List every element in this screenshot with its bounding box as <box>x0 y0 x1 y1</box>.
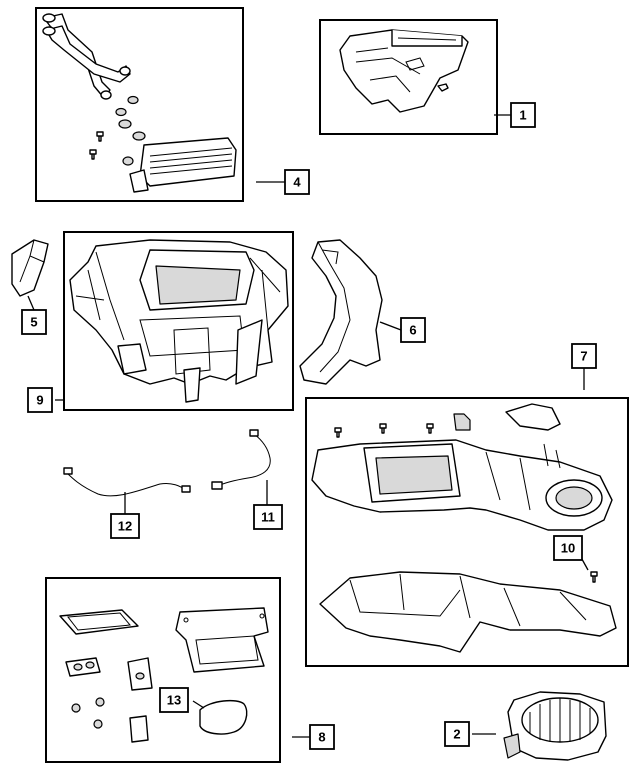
plug-icon <box>71 697 105 729</box>
duct-part-5 <box>11 239 49 311</box>
callout-2: 2 <box>444 721 470 747</box>
sensor-wire-icon <box>217 433 271 487</box>
upper-housing-icon <box>311 439 613 531</box>
clip-icon <box>437 83 449 92</box>
duct-icon <box>11 239 49 297</box>
heater-core-icon <box>129 137 237 193</box>
callout-label: 5 <box>30 315 37 330</box>
callout-8: 8 <box>309 724 335 750</box>
callout-6: 6 <box>400 317 426 343</box>
callout-label: 10 <box>561 541 575 556</box>
distribution-housing-group <box>319 19 511 135</box>
callout-11: 11 <box>253 504 283 530</box>
callout-10: 10 <box>553 535 583 561</box>
callout-label: 12 <box>118 519 132 534</box>
hvac-housing-group <box>305 368 629 667</box>
distribution-housing-frame <box>319 19 498 135</box>
callout-label: 1 <box>519 108 526 123</box>
grommet-icon <box>65 657 101 677</box>
callout-12: 12 <box>110 513 140 539</box>
screw-icon <box>334 423 434 438</box>
actuator-icon <box>453 413 471 431</box>
sensor-wire-11 <box>211 429 271 505</box>
callout-label: 11 <box>261 510 275 525</box>
curved-duct-icon <box>299 239 383 385</box>
leader-line-13 <box>192 700 205 709</box>
hvac-module-group <box>55 231 294 411</box>
hvac-housing-frame <box>305 397 629 667</box>
callout-label: 6 <box>409 323 416 338</box>
gasket-icon <box>175 607 269 673</box>
heater-core-group <box>35 7 285 202</box>
callout-label: 9 <box>36 393 43 408</box>
seal-kit-group <box>45 577 310 763</box>
o-ring-icon <box>115 95 146 166</box>
callout-label: 13 <box>167 693 181 708</box>
blower-motor-icon <box>503 691 607 761</box>
distribution-housing-icon <box>339 29 469 113</box>
hvac-module-icon <box>69 239 289 403</box>
callout-5: 5 <box>21 309 47 335</box>
screw-icon <box>89 131 104 160</box>
callout-4: 4 <box>284 169 310 195</box>
leader-line-5 <box>27 295 35 311</box>
callout-1: 1 <box>510 102 536 128</box>
screw-icon <box>590 571 598 583</box>
callout-label: 4 <box>293 175 301 190</box>
callout-13: 13 <box>159 687 189 713</box>
callout-7: 7 <box>571 343 597 369</box>
heater-core-frame <box>35 7 244 202</box>
square-seal-icon <box>129 715 149 743</box>
hvac-module-frame <box>63 231 294 411</box>
callout-9: 9 <box>27 387 53 413</box>
blower-motor-2 <box>472 691 607 761</box>
heater-tubes-icon <box>42 13 131 100</box>
lower-housing-icon <box>319 571 617 653</box>
cover-icon <box>505 403 561 431</box>
foam-seal-icon <box>199 699 248 735</box>
callout-label: 2 <box>453 727 460 742</box>
callout-label: 7 <box>580 349 587 364</box>
wire-harness-icon <box>65 471 187 497</box>
wire-harness-12 <box>63 467 191 514</box>
callout-label: 8 <box>318 730 325 745</box>
leader-line-6 <box>379 321 402 331</box>
duct-part-6 <box>299 239 402 385</box>
seal-kit-frame <box>45 577 281 763</box>
